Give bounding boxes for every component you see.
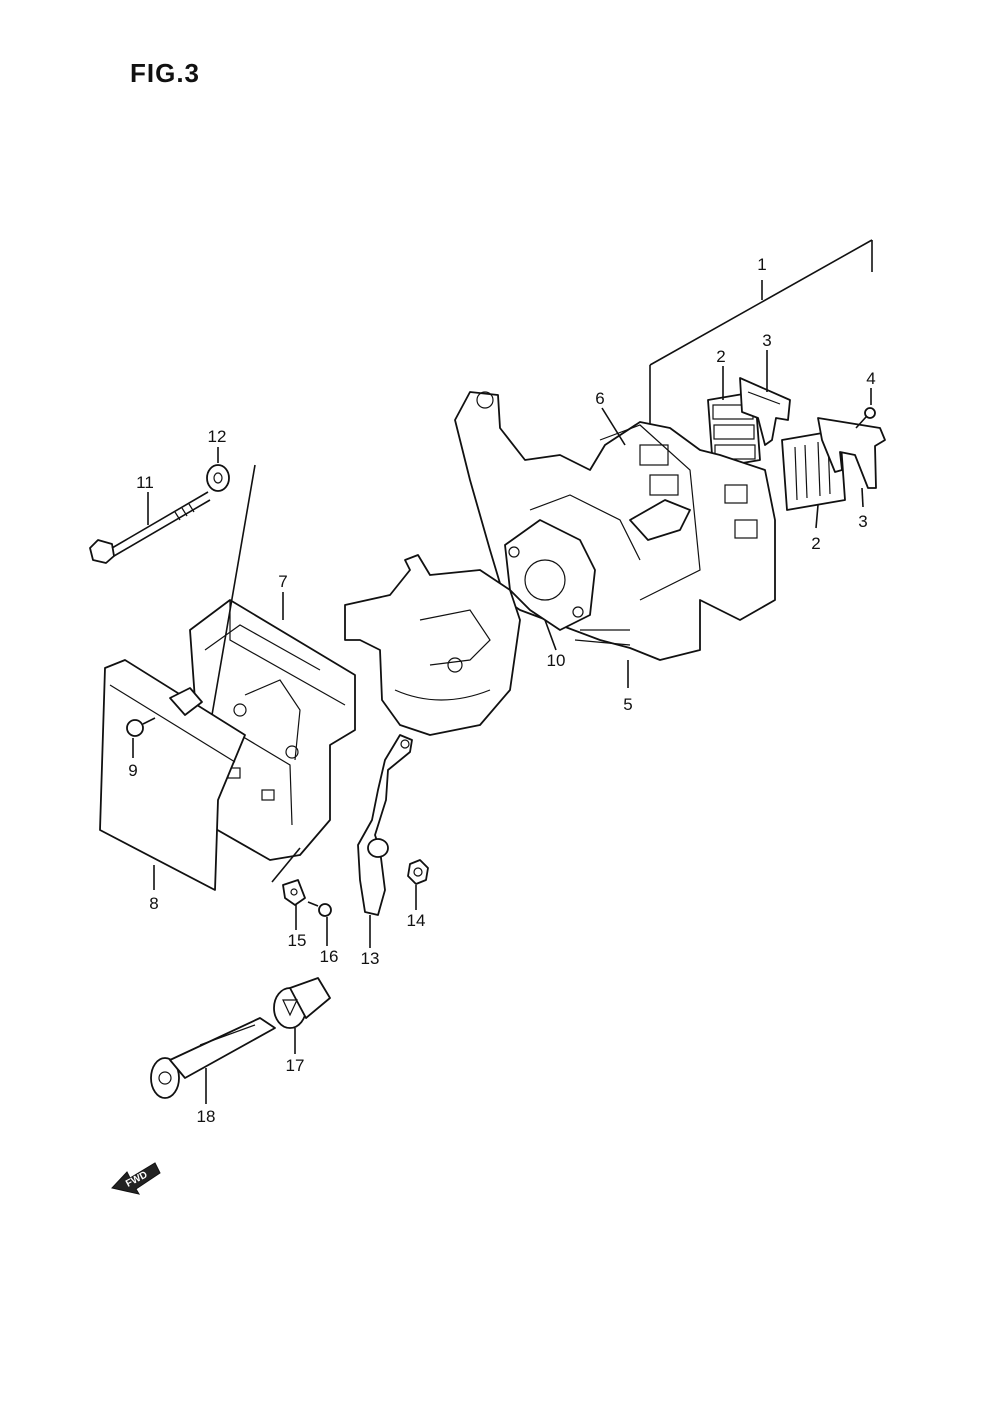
callout-2-lower: 2 xyxy=(811,534,820,553)
callout-16: 16 xyxy=(320,947,339,966)
clamp-15 xyxy=(271,847,306,906)
callout-9: 9 xyxy=(128,761,137,780)
reed-stopper-upper xyxy=(739,377,791,446)
callout-3-lower: 3 xyxy=(858,512,867,531)
callout-17: 17 xyxy=(286,1056,305,1075)
throttle-lever xyxy=(357,734,413,916)
callout-18: 18 xyxy=(197,1107,216,1126)
callout-6: 6 xyxy=(595,389,604,408)
leader-lines xyxy=(132,350,872,1104)
forward-direction-arrow: FWD xyxy=(111,1162,161,1195)
callout-3-upper: 3 xyxy=(762,331,771,350)
reed-stopper-lower xyxy=(817,417,886,489)
callout-2-upper: 2 xyxy=(716,347,725,366)
callout-labels: 1 2 2 3 3 4 5 6 7 8 9 10 11 12 13 14 15 … xyxy=(128,255,875,1126)
callout-13: 13 xyxy=(361,949,380,968)
screw-16 xyxy=(307,901,332,917)
grommet-17 xyxy=(273,977,331,1029)
callout-11: 11 xyxy=(136,473,154,492)
screw-9 xyxy=(126,717,156,737)
assembly-guide-line xyxy=(211,464,256,716)
bolt-11 xyxy=(89,491,211,564)
callout-1: 1 xyxy=(757,255,766,274)
silencer-cover xyxy=(99,659,246,891)
group-1-bracket xyxy=(649,239,873,425)
figure-title: FIG.3 xyxy=(130,58,201,88)
callout-7: 7 xyxy=(278,572,287,591)
washer-12 xyxy=(206,464,230,492)
callout-12: 12 xyxy=(208,427,227,446)
callout-4: 4 xyxy=(866,369,875,388)
callout-5: 5 xyxy=(623,695,632,714)
nut-14 xyxy=(407,859,429,885)
callout-8: 8 xyxy=(149,894,158,913)
callout-10: 10 xyxy=(547,651,566,670)
screw-4 xyxy=(855,407,876,429)
carburetor xyxy=(344,554,521,736)
callout-15: 15 xyxy=(288,931,307,950)
choke-knob xyxy=(150,1017,276,1099)
callout-14: 14 xyxy=(407,911,426,930)
gasket-10 xyxy=(504,519,596,631)
